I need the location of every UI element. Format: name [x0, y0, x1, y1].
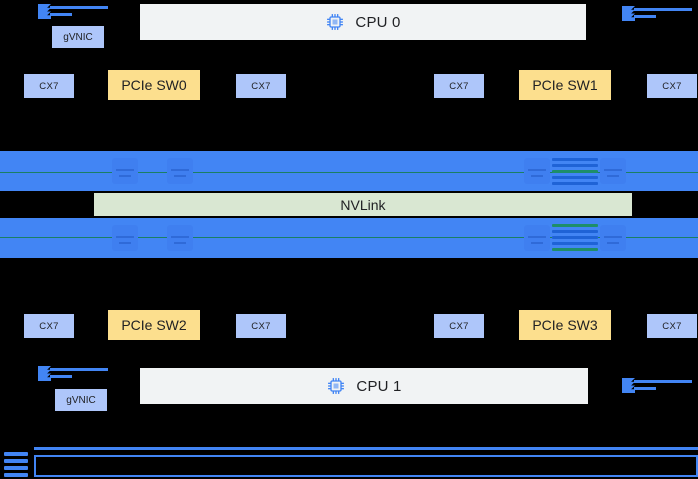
gpu-band-rule — [0, 237, 698, 238]
network-card-icon-bottom-right — [622, 378, 692, 396]
nic-plug-shape — [38, 4, 51, 19]
cx7-label: CX7 — [449, 320, 469, 332]
nic-bar-bottom — [634, 387, 656, 390]
gpu-band-rule — [0, 172, 698, 173]
gpu-icon — [112, 225, 138, 251]
server-stack-line — [4, 473, 28, 477]
cx7-label: CX7 — [39, 80, 59, 92]
gpu-stack-line — [552, 176, 598, 179]
cx7-box-4[interactable]: CX7 — [24, 314, 74, 338]
nic-bar-top — [634, 380, 692, 383]
cx7-box-2[interactable]: CX7 — [434, 74, 484, 98]
network-fabric-bar[interactable] — [34, 455, 698, 477]
gpu-unit — [110, 151, 140, 191]
gpu-stack-line — [552, 182, 598, 185]
gpu-unit — [165, 218, 195, 258]
gpu-stack-line — [552, 170, 598, 173]
gvnic-box-1[interactable]: gVNIC — [55, 389, 107, 411]
pcie-switch-3[interactable]: PCIe SW3 — [519, 310, 611, 340]
cx7-box-0[interactable]: CX7 — [24, 74, 74, 98]
nic-plug-shape — [38, 366, 51, 381]
gpu-icon — [524, 225, 550, 251]
cpu-bar-1[interactable]: CPU 1 — [140, 368, 588, 404]
cx7-box-7[interactable]: CX7 — [647, 314, 697, 338]
gpu-stack-line — [552, 224, 598, 227]
nvlink-bar[interactable]: NVLink — [93, 192, 633, 217]
network-fabric-line — [34, 447, 698, 450]
pcie-switch-1[interactable]: PCIe SW1 — [519, 70, 611, 100]
pcie-switch-0[interactable]: PCIe SW0 — [108, 70, 200, 100]
cpu-chip-icon — [325, 12, 345, 32]
gpu-unit — [522, 151, 552, 191]
cpu-label-1: CPU 1 — [356, 377, 402, 395]
gpu-stack-line — [552, 230, 598, 233]
cx7-box-5[interactable]: CX7 — [236, 314, 286, 338]
network-card-icon-bottom-left — [38, 366, 108, 384]
pcie-switch-2[interactable]: PCIe SW2 — [108, 310, 200, 340]
cpu-label-0: CPU 0 — [355, 13, 401, 31]
nvlink-label: NVLink — [340, 196, 386, 213]
gpu-stack-icon — [552, 224, 598, 251]
gpu-stack-line — [552, 158, 598, 161]
cx7-label: CX7 — [251, 320, 271, 332]
gpu-unit — [110, 218, 140, 258]
gpu-unit — [598, 151, 628, 191]
gvnic-label: gVNIC — [63, 31, 93, 43]
nic-bar-top — [50, 368, 108, 371]
cpu-chip-icon — [326, 376, 346, 396]
gvnic-box-0[interactable]: gVNIC — [52, 26, 104, 48]
cx7-box-6[interactable]: CX7 — [434, 314, 484, 338]
pcie-switch-label: PCIe SW0 — [121, 77, 187, 93]
gpu-icon — [600, 158, 626, 184]
server-stack-icon — [4, 452, 34, 478]
gvnic-label: gVNIC — [66, 394, 96, 406]
gpu-band-top — [0, 151, 698, 191]
gpu-unit — [522, 218, 552, 258]
cx7-box-1[interactable]: CX7 — [236, 74, 286, 98]
gpu-icon — [524, 158, 550, 184]
nic-plug-shape — [622, 378, 635, 393]
nic-bar-bottom — [50, 13, 72, 16]
cx7-box-3[interactable]: CX7 — [647, 74, 697, 98]
server-stack-line — [4, 466, 28, 470]
gpu-icon — [600, 225, 626, 251]
gpu-unit — [598, 218, 628, 258]
gpu-band-bottom — [0, 218, 698, 258]
gpu-stack-line — [552, 242, 598, 245]
cx7-label: CX7 — [662, 80, 682, 92]
network-card-icon — [38, 4, 108, 22]
gpu-icon — [167, 158, 193, 184]
gpu-stack-icon — [552, 158, 598, 185]
gpu-icon — [167, 225, 193, 251]
nic-bar-bottom — [50, 375, 72, 378]
nic-plug-shape — [622, 6, 635, 21]
server-stack-line — [4, 452, 28, 456]
nic-bar-top — [50, 6, 108, 9]
gpu-stack-line — [552, 164, 598, 167]
cx7-label: CX7 — [449, 80, 469, 92]
server-stack-line — [4, 459, 28, 463]
cpu-bar-0[interactable]: CPU 0 — [140, 4, 586, 40]
pcie-switch-label: PCIe SW2 — [121, 317, 187, 333]
pcie-switch-label: PCIe SW1 — [532, 77, 598, 93]
gpu-icon — [112, 158, 138, 184]
pcie-switch-label: PCIe SW3 — [532, 317, 598, 333]
network-card-icon-right-top — [622, 6, 692, 24]
cx7-label: CX7 — [251, 80, 271, 92]
nic-bar-bottom — [634, 15, 656, 18]
nic-bar-top — [634, 8, 692, 11]
cx7-label: CX7 — [39, 320, 59, 332]
gpu-unit — [165, 151, 195, 191]
cx7-label: CX7 — [662, 320, 682, 332]
gpu-stack-line — [552, 248, 598, 251]
gpu-stack-line — [552, 236, 598, 239]
